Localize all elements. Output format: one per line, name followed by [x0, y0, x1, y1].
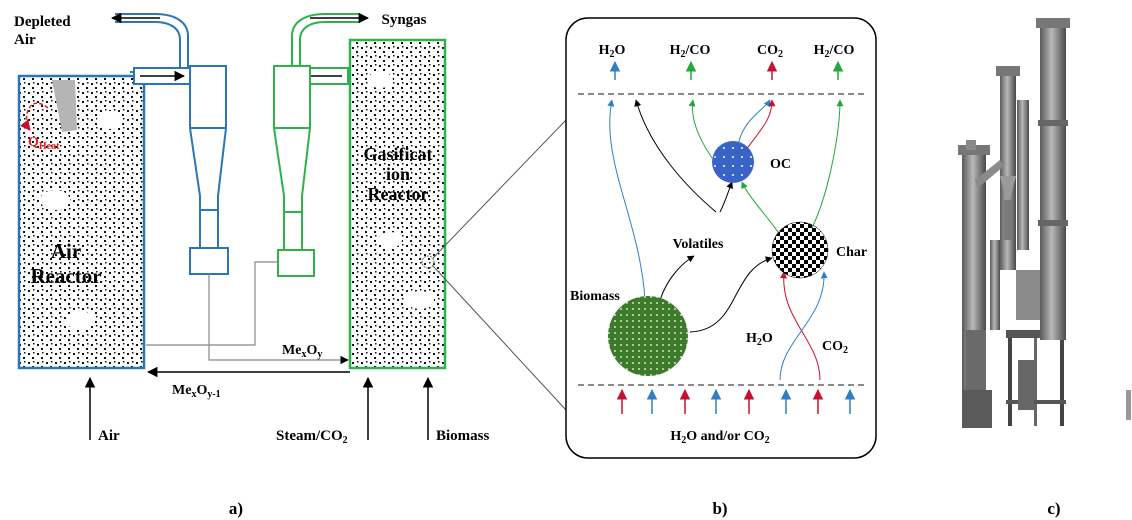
gasification-reactor-wall [348, 38, 447, 370]
flow-volatiles-oc [719, 181, 733, 213]
panel-c: c) [958, 18, 1131, 518]
panel-b: H2O H2/CO CO2 H2/CO OC Char Volatiles Bi… [565, 17, 877, 518]
panel-label-a: a) [229, 499, 243, 518]
inlet-air-label: Air [98, 428, 120, 444]
depleted-air-label-1: Depleted [14, 14, 71, 30]
co2-label: CO2 [822, 339, 848, 356]
fuel-cyclone [273, 65, 311, 251]
top-h2o-label: H2O [599, 43, 626, 60]
panel-label-c: c) [1047, 499, 1060, 518]
q-heat-label: QHeat [28, 135, 60, 152]
biomass-particle [608, 296, 688, 376]
panel-label-b: b) [712, 499, 727, 518]
char-label: Char [836, 245, 867, 260]
bottom-label: H2O and/or CO2 [670, 429, 769, 446]
top-co2-label: CO2 [757, 43, 783, 60]
air-cyclone [189, 65, 227, 249]
air-reactor-wall [17, 74, 146, 370]
gasification-label-1: Gasificat [364, 144, 433, 164]
air-reactor-label-2: Reactor [30, 264, 101, 288]
zoom-spot [421, 255, 435, 269]
flow-biomass-volatiles [659, 255, 695, 301]
volatiles-label: Volatiles [673, 237, 724, 252]
heat-shape [52, 80, 77, 132]
mexoy1-label: MexOy-1 [172, 383, 221, 400]
mexoy-transfer [208, 274, 349, 365]
flow-oc-co2-red [745, 99, 776, 151]
flow-biomass-char [689, 256, 773, 333]
air-reactor-label-1: Air [51, 239, 81, 263]
fuel-riser-pipe [299, 21, 360, 73]
bottom-inlet-arrows [616, 388, 856, 414]
char-particle [771, 221, 829, 279]
biomass-label: Biomass [570, 289, 620, 304]
gasification-reactor-bed [350, 40, 445, 368]
fuel-loop-seal [277, 249, 315, 277]
flow-volatiles-left [634, 99, 717, 213]
zoom-line-top [432, 119, 567, 259]
flow-h2o-char [779, 271, 821, 381]
flow-co2-char [779, 271, 828, 381]
h2o-label: H2O [746, 331, 773, 348]
fuel-return [146, 261, 278, 346]
gasification-label-2: ion [386, 164, 410, 184]
depleted-air-label-2: Air [14, 32, 36, 48]
syngas-label: Syngas [381, 12, 426, 28]
flow-char-oc [741, 181, 779, 233]
oc-particle [712, 141, 754, 183]
gasification-label-3: Reactor [368, 184, 429, 204]
inlet-biomass-label: Biomass [436, 428, 490, 444]
flow-biomass-h2o [607, 99, 646, 301]
flow-oc-h2co [688, 99, 713, 159]
air-loop-seal [189, 247, 229, 275]
zoom-line-bottom [432, 265, 567, 411]
plant-3d-render [958, 18, 1131, 428]
oc-label: OC [770, 157, 791, 172]
flow-oc-co2-blue [737, 99, 771, 147]
top-h2co-1-label: H2/CO [670, 43, 711, 60]
inlet-steam-label: Steam/CO2 [276, 428, 348, 446]
flow-char-h2co [811, 99, 844, 229]
top-h2co-2-label: H2/CO [814, 43, 855, 60]
air-riser-pipe [115, 21, 181, 73]
panel-a: QHeat Air Reactor Depleted Air Syngas [14, 12, 490, 518]
mexoy-label: MexOy [282, 343, 322, 360]
